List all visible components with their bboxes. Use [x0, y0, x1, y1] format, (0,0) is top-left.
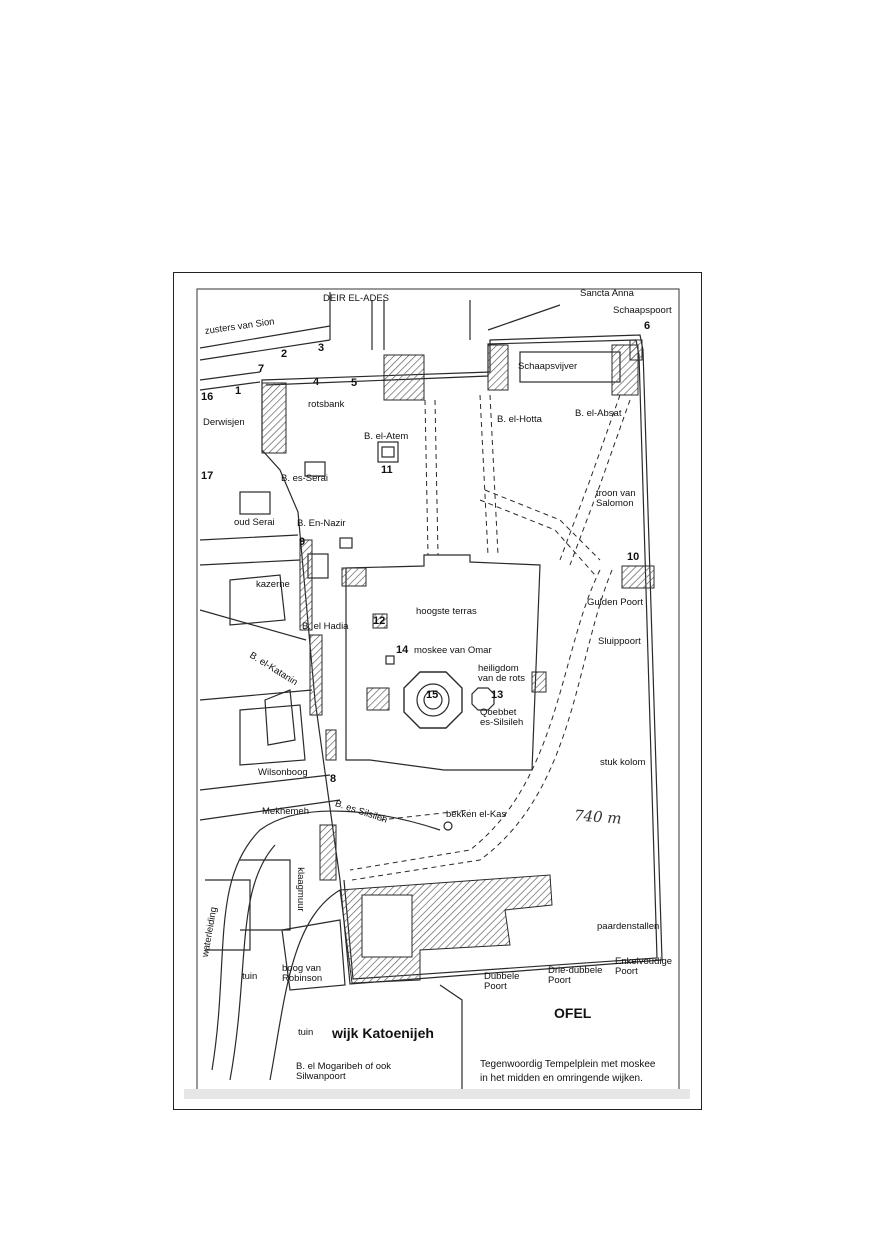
marker-11: 11 [381, 464, 393, 476]
marker-3: 3 [318, 342, 325, 354]
marker-12: 12 [373, 615, 386, 627]
label-sancta-anna: Sancta Anna [580, 288, 634, 299]
marker-16: 16 [201, 391, 214, 403]
label-b-en-nazir: B. En-Nazir [297, 518, 346, 529]
marker-7: 7 [258, 363, 265, 375]
label-b-el-mogaribeh: B. el Mogaribeh of ook Silwanpoort [296, 1061, 392, 1083]
label-b-es-serai: B. es-Serai [281, 473, 328, 484]
marker-6: 6 [644, 320, 651, 332]
label-b-el-atem: B. el-Atem [364, 431, 409, 442]
marker-9: 9 [299, 536, 306, 548]
label-boog-van-robinson: boog van Robinson [282, 963, 323, 985]
marker-1: 1 [235, 385, 242, 397]
label-bekken-el-kas: bekken el-Kas [446, 809, 507, 820]
label-derwisjen: Derwisjen [203, 417, 245, 428]
label-b-el-hadia: B. el Hadia [302, 621, 349, 632]
label-klaagmuur: klaagmuur [295, 867, 307, 912]
map-frame [173, 272, 702, 1110]
label-deir-el-ades: DEIR EL-ADES [323, 293, 389, 304]
marker-10: 10 [627, 551, 640, 563]
label-b-el-absat: B. el-Absat [575, 408, 622, 419]
marker-4: 4 [313, 376, 320, 388]
label-schaapspoort: Schaapspoort [613, 305, 672, 316]
label-troon-van-salomon: troon van Salomon [596, 488, 636, 510]
label-tuin-1: tuin [242, 971, 258, 982]
marker-2: 2 [281, 348, 288, 360]
bottom-strip [184, 1089, 690, 1099]
label-hoogste-terras: hoogste terras [416, 606, 477, 617]
label-enkelvoudige-poort: Enkelvoudige Poort [615, 956, 673, 978]
label-sluippoort: Sluippoort [598, 636, 641, 647]
label-rotsbank: rotsbank [308, 399, 345, 410]
label-moskee-van-omar: moskee van Omar [414, 645, 492, 656]
label-wijk-katoenijeh: wijk Katoenijeh [332, 1025, 434, 1041]
marker-17: 17 [201, 470, 214, 482]
label-handwritten-measure: 740 m [573, 806, 623, 828]
label-paardenstallen: paardenstallen [597, 921, 660, 932]
label-gulden-poort: Gulden Poort [587, 597, 643, 608]
label-tuin-2: tuin [298, 1027, 314, 1038]
label-b-el-hotta: B. el-Hotta [497, 414, 542, 425]
marker-15: 15 [426, 689, 439, 701]
map-caption: Tegenwoordig Tempelplein met moskee in h… [480, 1059, 656, 1084]
label-drie-dubbele-poort: Drie-dubbele Poort [548, 965, 603, 987]
label-ofel: OFEL [554, 1005, 592, 1021]
label-schaapsvijver: Schaapsvijver [518, 361, 578, 372]
label-heiligdom: heiligdom van de rots [478, 663, 525, 685]
marker-8: 8 [330, 773, 337, 785]
label-qoebbet: Qoebbet es-Silsileh [480, 707, 524, 729]
label-mekhemeh: Mekhemeh [262, 806, 309, 817]
label-oud-serai: oud Serai [234, 517, 275, 528]
label-dubbele-poort: Dubbele Poort [484, 971, 520, 993]
marker-14: 14 [396, 644, 409, 656]
label-wilsonboog: Wilsonboog [258, 767, 308, 778]
label-stuk-kolom: stuk kolom [600, 757, 646, 768]
marker-13: 13 [491, 689, 504, 701]
marker-5: 5 [351, 377, 358, 389]
label-kazerne: kazerne [256, 579, 290, 590]
